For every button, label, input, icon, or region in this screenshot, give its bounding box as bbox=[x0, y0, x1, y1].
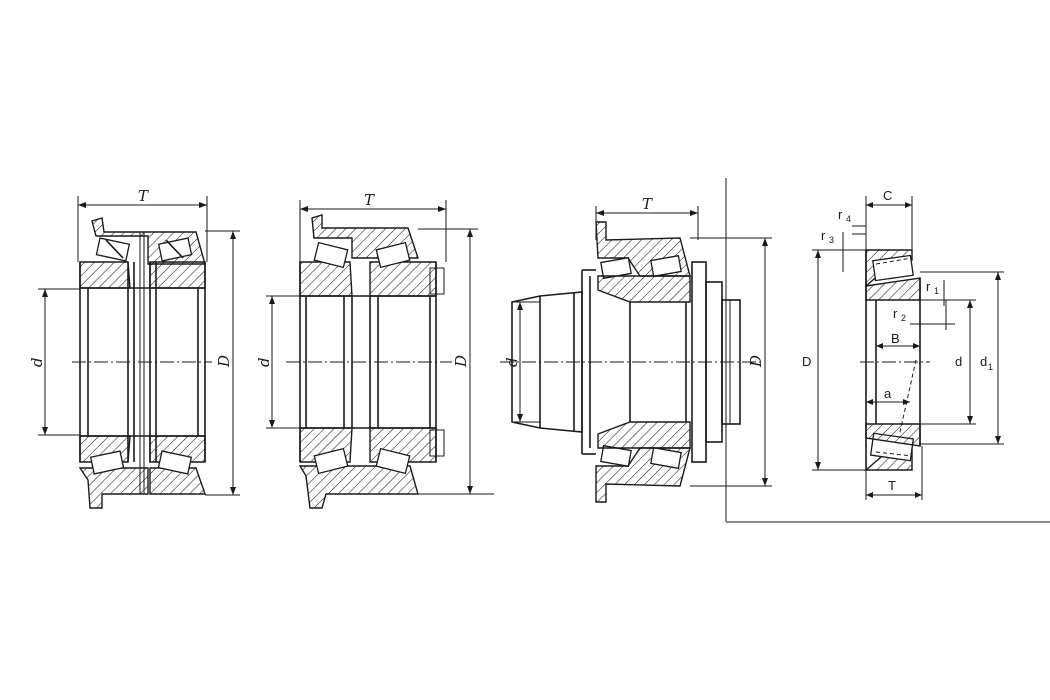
label-d: d bbox=[28, 357, 46, 367]
label-d: d bbox=[503, 357, 521, 367]
label-D: D bbox=[802, 354, 811, 369]
label-B: B bbox=[891, 331, 900, 346]
label-r4: r bbox=[838, 207, 843, 222]
label-d: d bbox=[255, 357, 273, 367]
label-d: d bbox=[955, 354, 962, 369]
label-T: T bbox=[364, 191, 375, 209]
label-d1: d bbox=[980, 354, 987, 369]
label-D: D bbox=[452, 355, 470, 368]
svg-text:2: 2 bbox=[901, 313, 906, 323]
figure-3-bearing: T d D bbox=[500, 195, 772, 503]
label-C: C bbox=[883, 188, 892, 203]
label-r2: r bbox=[893, 306, 898, 321]
label-r1: r bbox=[926, 279, 931, 294]
svg-text:4: 4 bbox=[846, 214, 851, 224]
svg-text:1: 1 bbox=[934, 286, 939, 296]
label-T: T bbox=[888, 478, 896, 493]
label-a: a bbox=[884, 386, 892, 401]
label-r3: r bbox=[821, 228, 826, 243]
label-T: T bbox=[138, 187, 149, 205]
label-D: D bbox=[215, 355, 233, 368]
figure-1-bearing: T d bbox=[28, 187, 240, 509]
svg-text:3: 3 bbox=[829, 235, 834, 245]
label-D: D bbox=[747, 355, 765, 368]
label-T: T bbox=[642, 195, 653, 213]
figure-2-bearing: T d D bbox=[255, 191, 494, 509]
figure-4-bearing: C r 4 r 3 r 1 r 2 B bbox=[725, 178, 1050, 523]
svg-text:1: 1 bbox=[988, 362, 993, 372]
